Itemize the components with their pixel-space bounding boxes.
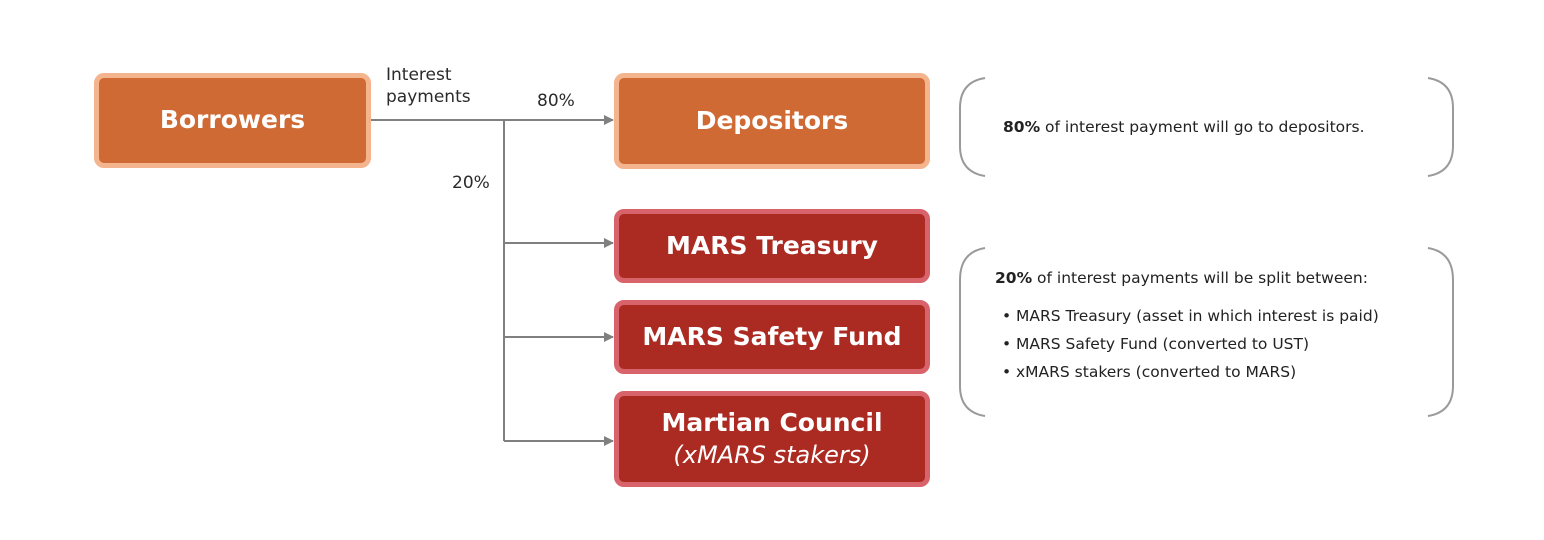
interest-label-line1: Interest [386,65,452,85]
interest-payments-label: Interest payments [386,64,471,108]
list-item: MARS Safety Fund (converted to UST) [1000,335,1379,353]
node-borrowers-label: Borrowers [159,105,306,135]
note-split-bold: 20% [995,269,1033,287]
node-mars-safety-fund: MARS Safety Fund [614,300,930,374]
note-split-text: of interest payments will be split betwe… [1032,269,1368,287]
node-mars-treasury-label: MARS Treasury [666,230,878,260]
bracket-split-left [959,247,986,417]
node-martian-council-sublabel: (xMARS stakers) [673,440,871,469]
node-martian-council: Martian Council (xMARS stakers) [614,391,930,487]
note-split-heading: 20% of interest payments will be split b… [995,269,1379,287]
note-split: 20% of interest payments will be split b… [995,269,1379,391]
node-mars-safety-fund-label: MARS Safety Fund [642,321,902,351]
node-depositors: Depositors [614,73,930,169]
node-depositors-label: Depositors [695,105,849,135]
note-split-list: MARS Treasury (asset in which interest i… [1000,307,1379,381]
list-item: xMARS stakers (converted to MARS) [1000,363,1379,381]
percent-20-label: 20% [452,173,490,193]
note-depositors-bold: 80% [1003,118,1041,136]
interest-label-line2: payments [386,87,471,108]
note-depositors: 80% of interest payment will go to depos… [1003,118,1365,136]
percent-80-label: 80% [537,91,575,111]
node-mars-treasury: MARS Treasury [614,209,930,283]
note-depositors-text: of interest payment will go to depositor… [1040,118,1365,136]
bracket-split-right [1427,247,1454,417]
bracket-depositors-right [1427,77,1454,177]
node-martian-council-label: Martian Council [661,408,883,438]
node-borrowers: Borrowers [94,73,371,168]
bracket-depositors-left [959,77,986,177]
list-item: MARS Treasury (asset in which interest i… [1000,307,1379,325]
